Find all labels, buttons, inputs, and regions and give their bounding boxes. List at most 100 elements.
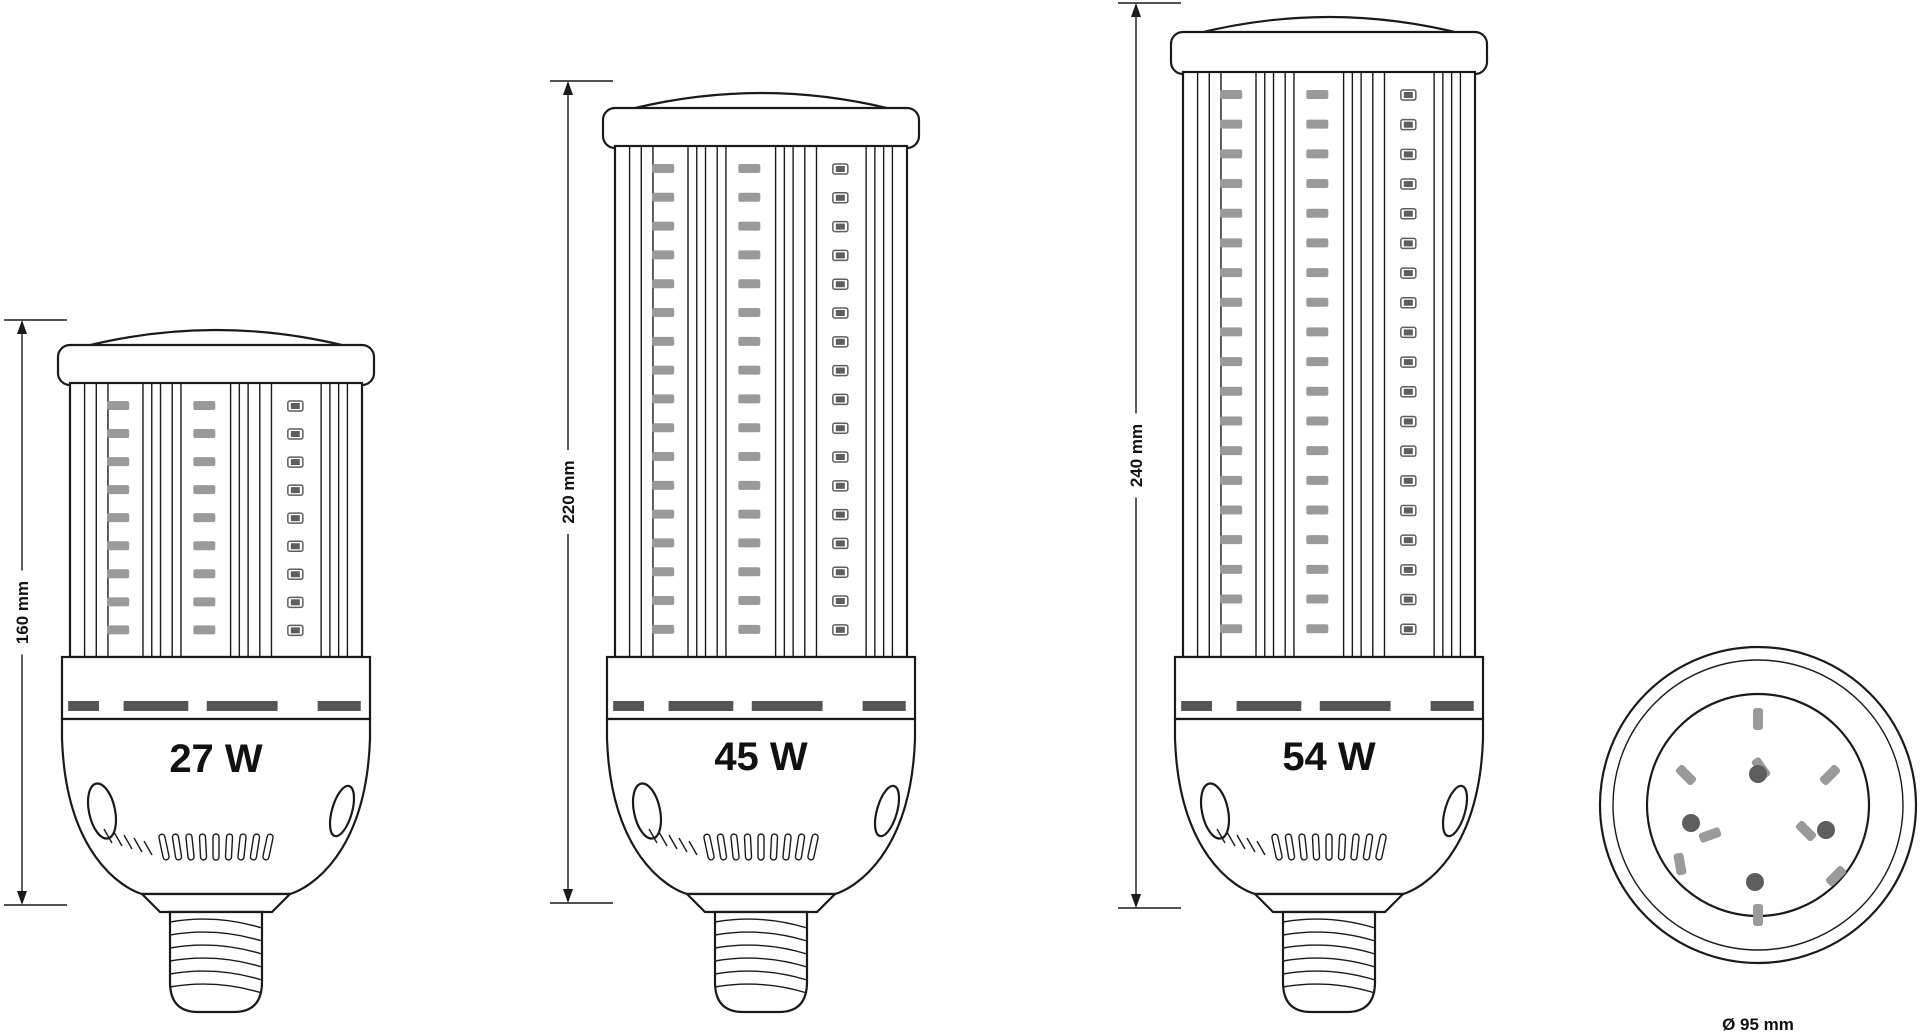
screw-thread xyxy=(1282,944,1376,955)
cap-dome xyxy=(81,328,351,349)
bulb-27w: 160 mm 27 W xyxy=(4,319,376,1014)
led-chip xyxy=(193,401,216,410)
dim-arrow-bottom xyxy=(17,891,27,905)
led-chip xyxy=(1306,149,1329,159)
led-chip-core xyxy=(835,281,845,288)
height-label: 160 mm xyxy=(13,581,32,644)
dim-text-gap xyxy=(12,570,32,655)
led-chip-core xyxy=(1403,121,1413,128)
led-chip xyxy=(652,308,675,318)
led-chip xyxy=(652,164,675,173)
led-chip-core xyxy=(1403,359,1413,366)
led-chip xyxy=(107,485,130,495)
screw-base xyxy=(168,910,264,1014)
led-chip-core xyxy=(835,626,845,633)
screw-thread xyxy=(169,970,263,981)
vent-slot xyxy=(1284,833,1296,861)
led-chip xyxy=(193,597,216,607)
top-led-dot xyxy=(1746,873,1764,891)
led-chip xyxy=(193,513,216,523)
vent-slot xyxy=(237,833,247,861)
led-chip xyxy=(1306,624,1329,634)
led-chip xyxy=(1220,327,1243,337)
led-chip-core xyxy=(835,454,845,461)
top-view: Ø 95 mm xyxy=(1598,645,1918,1034)
led-chip xyxy=(1306,268,1329,278)
led-chip xyxy=(652,394,675,404)
vent-oval-left xyxy=(631,782,663,840)
led-chip xyxy=(738,480,761,490)
vent-slot xyxy=(1271,833,1283,861)
led-chip xyxy=(738,624,761,634)
led-chip xyxy=(738,250,761,260)
collar-band-segment xyxy=(668,701,734,711)
height-label: 240 mm xyxy=(1127,424,1146,487)
led-chip-core xyxy=(290,543,300,550)
led-chip xyxy=(1220,594,1243,604)
cap-rim xyxy=(601,106,921,150)
led-chip-core xyxy=(290,403,300,409)
led-chip xyxy=(738,308,761,318)
led-chip xyxy=(738,192,761,202)
dim-arrow-bottom xyxy=(563,889,573,903)
top-led-chip xyxy=(1698,827,1722,843)
vent-slot xyxy=(171,833,183,861)
cap-rim xyxy=(1169,30,1489,76)
vent-grille xyxy=(103,828,113,844)
led-chip xyxy=(738,567,761,577)
led-chip xyxy=(1306,179,1329,189)
led-chip-core xyxy=(835,511,845,518)
led-chip xyxy=(1220,357,1243,367)
vent-slot xyxy=(1337,833,1347,861)
led-chip xyxy=(1306,357,1329,367)
vent-oval-right xyxy=(328,784,356,838)
led-chip xyxy=(652,480,675,490)
led-chip xyxy=(1306,327,1329,337)
led-chip xyxy=(738,596,761,606)
led-chip xyxy=(652,538,675,548)
led-chip xyxy=(193,429,216,439)
led-chip-core xyxy=(1403,537,1413,544)
neck xyxy=(684,892,838,914)
led-chip-core xyxy=(290,431,300,438)
screw-thread xyxy=(714,983,808,994)
screw-thread xyxy=(714,944,808,955)
led-chip xyxy=(652,336,675,346)
vent-slot xyxy=(730,833,740,861)
led-chip xyxy=(107,625,130,635)
led-chip xyxy=(652,423,675,433)
led-chip xyxy=(107,597,130,607)
led-chip-core xyxy=(835,482,845,489)
dim-arrow-top xyxy=(17,320,27,334)
led-chip xyxy=(107,569,130,579)
screw-thread xyxy=(714,931,808,942)
led-chip xyxy=(1220,90,1243,99)
height-dimension-54w: 240 mm xyxy=(1118,2,1181,909)
screw-thread xyxy=(714,918,808,929)
collar-band-segment xyxy=(862,701,906,711)
led-chip xyxy=(738,365,761,375)
led-chip xyxy=(1306,446,1329,456)
led-chip-core xyxy=(835,310,845,317)
led-chip xyxy=(738,336,761,346)
vent-slot xyxy=(1325,833,1333,861)
top-led-chip xyxy=(1819,764,1841,786)
led-chip xyxy=(1220,564,1243,574)
led-chip-core xyxy=(835,540,845,547)
screw-thread xyxy=(1282,957,1376,968)
led-chip-core xyxy=(835,396,845,403)
led-chip-core xyxy=(835,223,845,230)
led-chip-core xyxy=(1403,566,1413,573)
collar-band-segment xyxy=(751,701,823,711)
wattage-label: 27 W xyxy=(169,737,263,781)
collar-band-segment xyxy=(1430,701,1474,711)
led-chip xyxy=(738,423,761,433)
collar-band-segment xyxy=(123,701,189,711)
led-chip xyxy=(652,192,675,202)
led-chip xyxy=(1220,535,1243,545)
vent-oval-left xyxy=(86,782,118,840)
dim-arrow-top xyxy=(563,81,573,95)
top-led-chip xyxy=(1825,865,1847,887)
led-chip-core xyxy=(835,252,845,259)
